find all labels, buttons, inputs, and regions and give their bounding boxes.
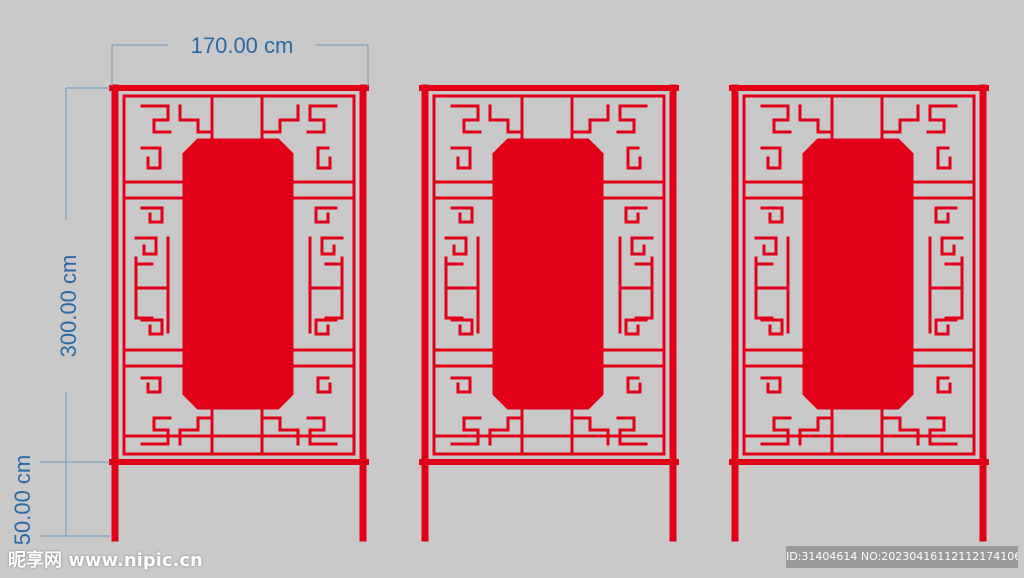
height-label: 300.00 cm <box>56 255 81 358</box>
width-label: 170.00 cm <box>191 33 294 58</box>
width-dimension <box>111 44 369 86</box>
screen-panel-3 <box>732 88 986 538</box>
site-watermark: 昵享网 www.nipic.cn <box>8 550 203 571</box>
screen-panel-1 <box>112 88 366 538</box>
image-id-bar: ID:31404614 NO:20230416112112174106 <box>786 546 1018 568</box>
height-dimension <box>40 87 110 537</box>
screen-panel-2 <box>422 88 676 538</box>
leg-label: 50.00 cm <box>10 455 35 546</box>
